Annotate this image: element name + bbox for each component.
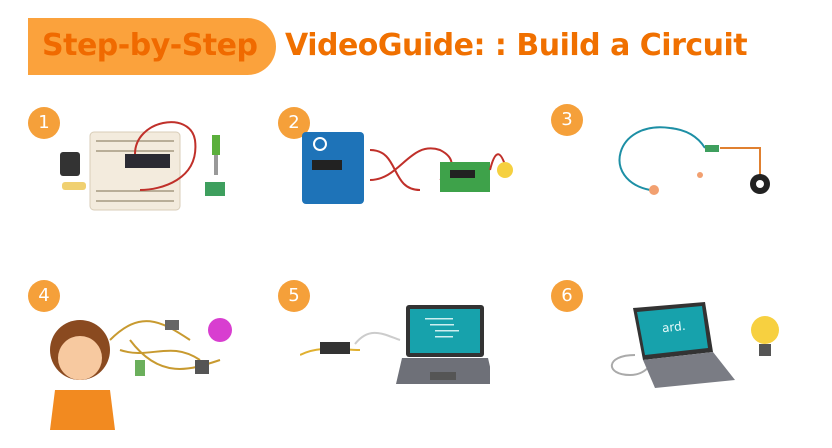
breadboard-illustration — [60, 121, 225, 211]
laptop-bulb-illustration — [610, 302, 779, 388]
laptop-screen-text: ard. — [661, 318, 687, 336]
step-badge-6: 6 — [551, 280, 583, 312]
title-highlight-text: Step-by-Step — [42, 28, 258, 63]
page-title: VideoGuide: : Build a Circuit — [285, 28, 748, 63]
step-badge-1: 1 — [28, 107, 60, 139]
sensor-wire-illustration — [618, 126, 770, 195]
step-badge-5: 5 — [278, 280, 310, 312]
step-badge-4: 4 — [28, 280, 60, 312]
arduino-illustration — [302, 132, 513, 204]
laptop-code-illustration — [300, 305, 490, 384]
step-badge-3: 3 — [551, 104, 583, 136]
title-highlight: Step-by-Step — [28, 18, 276, 75]
child-wires-illustration — [50, 318, 232, 430]
